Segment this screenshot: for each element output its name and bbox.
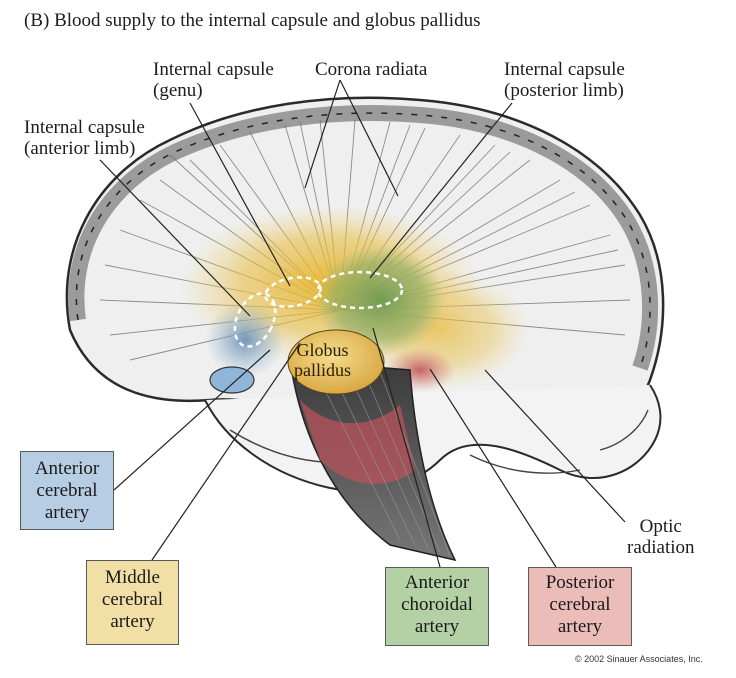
label-ic-anterior: Internal capsule (anterior limb) (24, 117, 145, 159)
mca-line2: cerebral (101, 589, 164, 610)
globus-pallidus-shape (287, 329, 385, 395)
aca-line1: Anterior (34, 458, 100, 479)
figure-title: (B) Blood supply to the internal capsule… (24, 10, 481, 31)
label-ic-anterior-line1: Internal capsule (24, 117, 145, 138)
label-optic-line1: Optic (639, 516, 682, 537)
ic-anterior-outline (233, 292, 277, 348)
label-ic-posterior-line1: Internal capsule (504, 59, 625, 80)
pca-line1: Posterior (545, 572, 615, 593)
mca-line1: Middle (105, 567, 160, 588)
label-ic-genu: Internal capsule (genu) (153, 59, 274, 101)
pca-line3: artery (557, 616, 603, 637)
label-optic-line2: radiation (627, 537, 695, 558)
ic-genu-outline (264, 276, 322, 308)
label-ic-posterior: Internal capsule (posterior limb) (504, 59, 625, 101)
label-globus-pallidus: Globus pallidus (294, 340, 351, 380)
ic-posterior-outline (316, 270, 404, 310)
label-optic-radiation: Optic radiation (627, 516, 695, 558)
box-middle-cerebral-artery: Middle cerebral artery (86, 560, 179, 645)
aca-line3: artery (44, 502, 90, 523)
copyright-notice: © 2002 Sinauer Associates, Inc. (575, 654, 703, 664)
label-globus-line2: pallidus (294, 360, 351, 380)
temporal-lobe (204, 384, 662, 492)
label-globus-line1: Globus (296, 340, 349, 360)
achor-line1: Anterior (404, 572, 470, 593)
pca-line2: cerebral (549, 594, 611, 615)
label-ic-genu-line2: (genu) (153, 80, 203, 101)
achor-line2: choroidal (401, 594, 473, 615)
label-ic-posterior-line2: (posterior limb) (504, 80, 624, 101)
label-ic-genu-line1: Internal capsule (153, 59, 274, 80)
box-anterior-cerebral-artery: Anterior cerebral artery (20, 451, 114, 530)
achor-line3: artery (414, 616, 460, 637)
label-ic-anterior-line2: (anterior limb) (24, 138, 136, 159)
box-posterior-cerebral-artery: Posterior cerebral artery (528, 567, 632, 646)
label-corona-radiata: Corona radiata (315, 59, 428, 80)
leader-lines (99, 79, 626, 568)
aca-line2: cerebral (36, 480, 98, 501)
mca-line3: artery (110, 611, 155, 632)
box-anterior-choroidal-artery: Anterior choroidal artery (385, 567, 489, 646)
